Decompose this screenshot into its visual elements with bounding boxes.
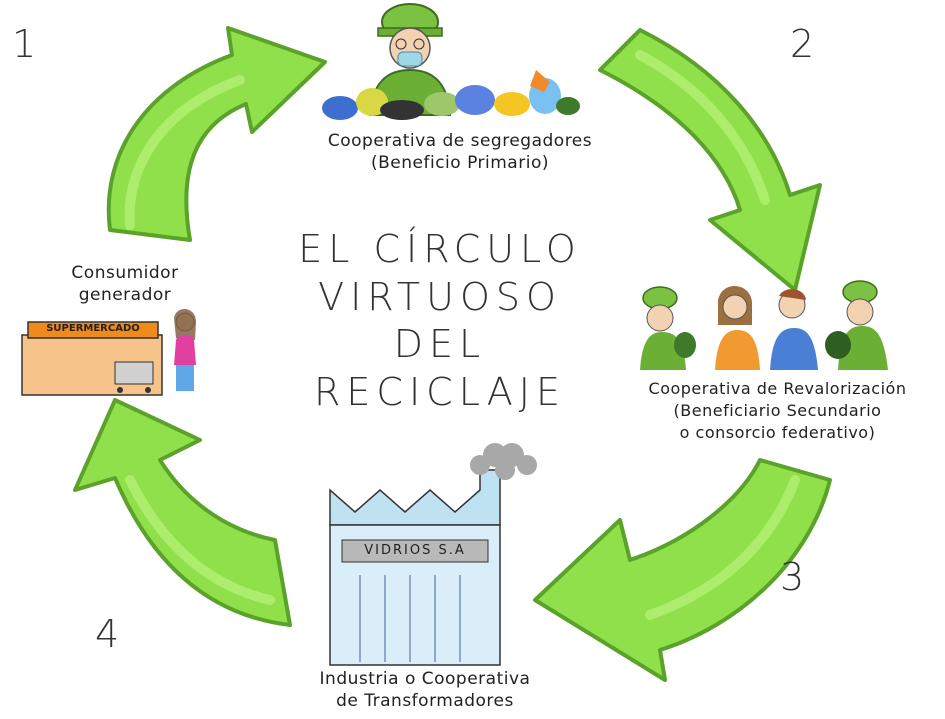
arrow-1 [106,26,327,242]
factory-sign: VIDRIOS S.A [364,543,466,558]
step-number-1: 1 [12,22,37,66]
segregators-illustration [322,3,580,120]
factory-illustration [329,443,537,666]
stage-consumidor-line-1: Consumidor [71,263,179,283]
stage-segregadores: Cooperativa de segregadores (Beneficio P… [300,130,620,174]
stage-consumidor: Consumidor generador [40,262,210,306]
stage-industria: Industria o Cooperativa de Transformador… [275,668,575,712]
title-line-1: EL CÍRCULO [298,227,582,271]
title-line-2: VIRTUOSO [318,274,562,319]
stage-segregadores-line-2: (Beneficio Primario) [371,153,549,173]
step-number-4: 4 [95,612,120,656]
title-line-3: DEL RECICLAJE [314,322,566,414]
step-number-2: 2 [790,22,815,66]
stage-industria-line-1: Industria o Cooperativa [319,669,531,689]
diagram-title: EL CÍRCULO VIRTUOSO DEL RECICLAJE [270,226,610,416]
arrow-2 [598,28,822,292]
stage-segregadores-line-1: Cooperativa de segregadores [327,131,593,151]
stage-revalorizacion-line-2: (Beneficiario Secundario [673,401,882,420]
step-number-3: 3 [780,555,805,599]
arrow-4 [73,398,292,627]
revalorization-people-illustration [640,280,888,370]
stage-revalorizacion-line-3: o consorcio federativo) [679,423,876,442]
supermarket-sign: SUPERMERCADO [46,323,140,334]
stage-industria-line-2: de Transformadores [336,691,514,711]
arrow-3 [533,458,832,682]
supermarket-illustration [21,309,196,396]
stage-consumidor-line-2: generador [78,285,172,305]
stage-revalorizacion-line-1: Cooperativa de Revalorización [648,379,907,398]
stage-revalorizacion: Cooperativa de Revalorización (Beneficia… [615,378,940,444]
